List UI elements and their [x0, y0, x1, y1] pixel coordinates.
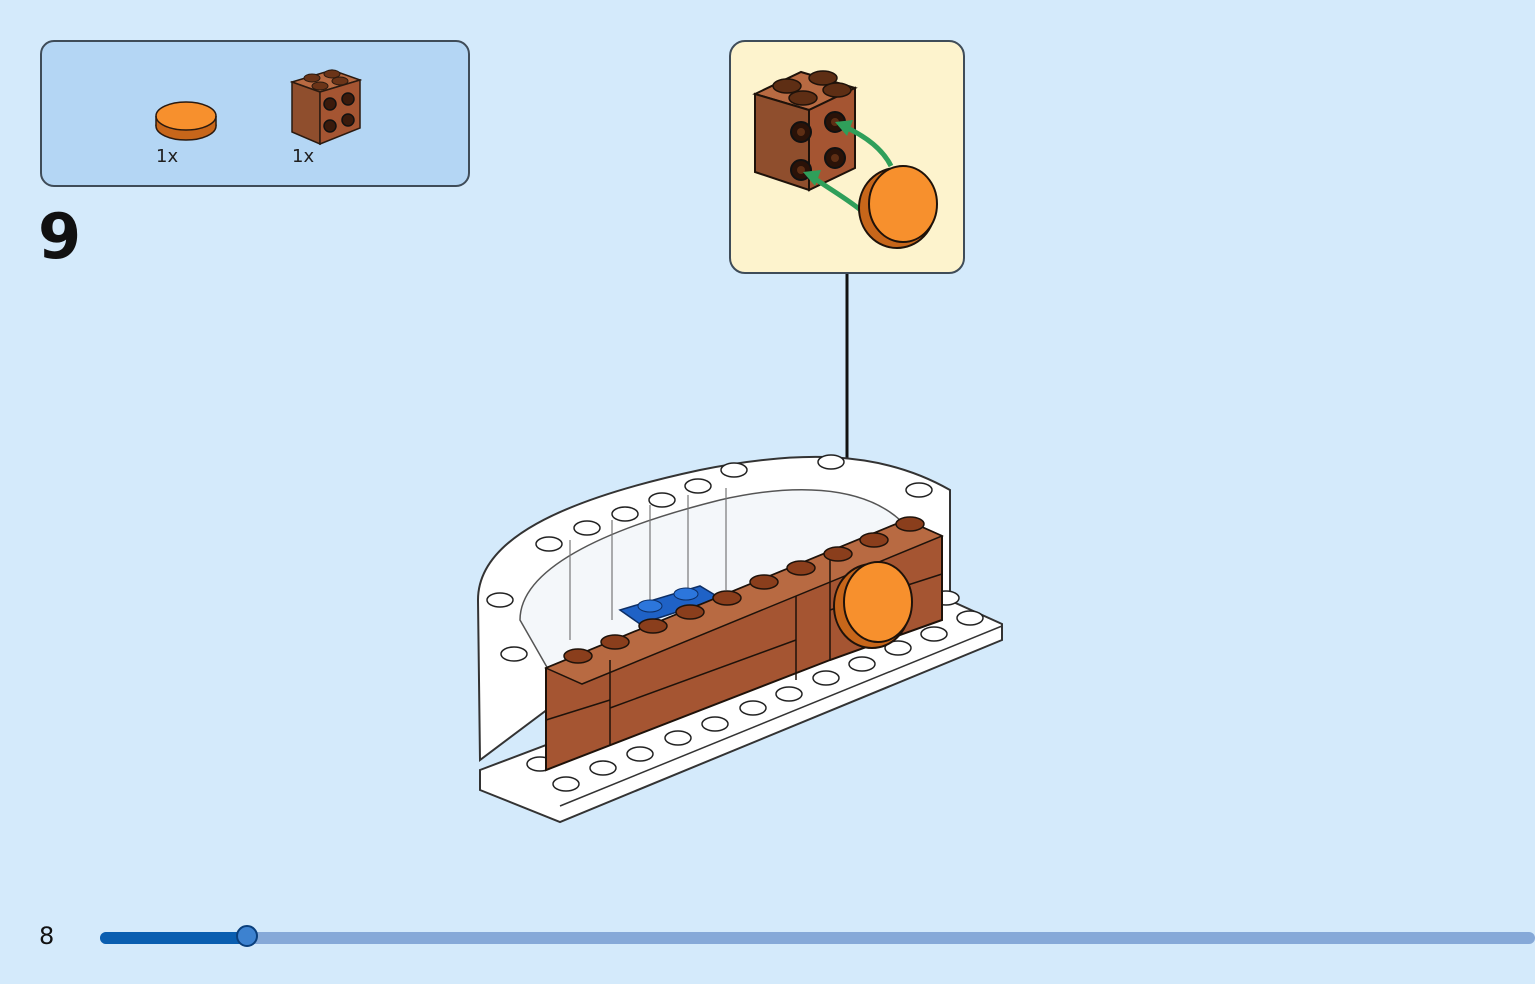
orange-round-tile-icon [155, 101, 217, 141]
progress-bar [100, 925, 1535, 947]
progress-knob[interactable] [236, 925, 259, 947]
progress-fill [100, 932, 248, 944]
sub-assembly-callout [729, 40, 965, 274]
part-count-brown-brick: 1x [292, 146, 315, 167]
brown-brick-icon [290, 69, 362, 146]
sub-assembly-illustration [752, 70, 938, 249]
part-count-orange-tile: 1x [156, 146, 179, 167]
parts-list-panel: 1x 1x [40, 40, 470, 187]
main-model-illustration [476, 274, 1003, 824]
page-number: 8 [39, 922, 55, 950]
step-number: 9 [38, 200, 82, 273]
